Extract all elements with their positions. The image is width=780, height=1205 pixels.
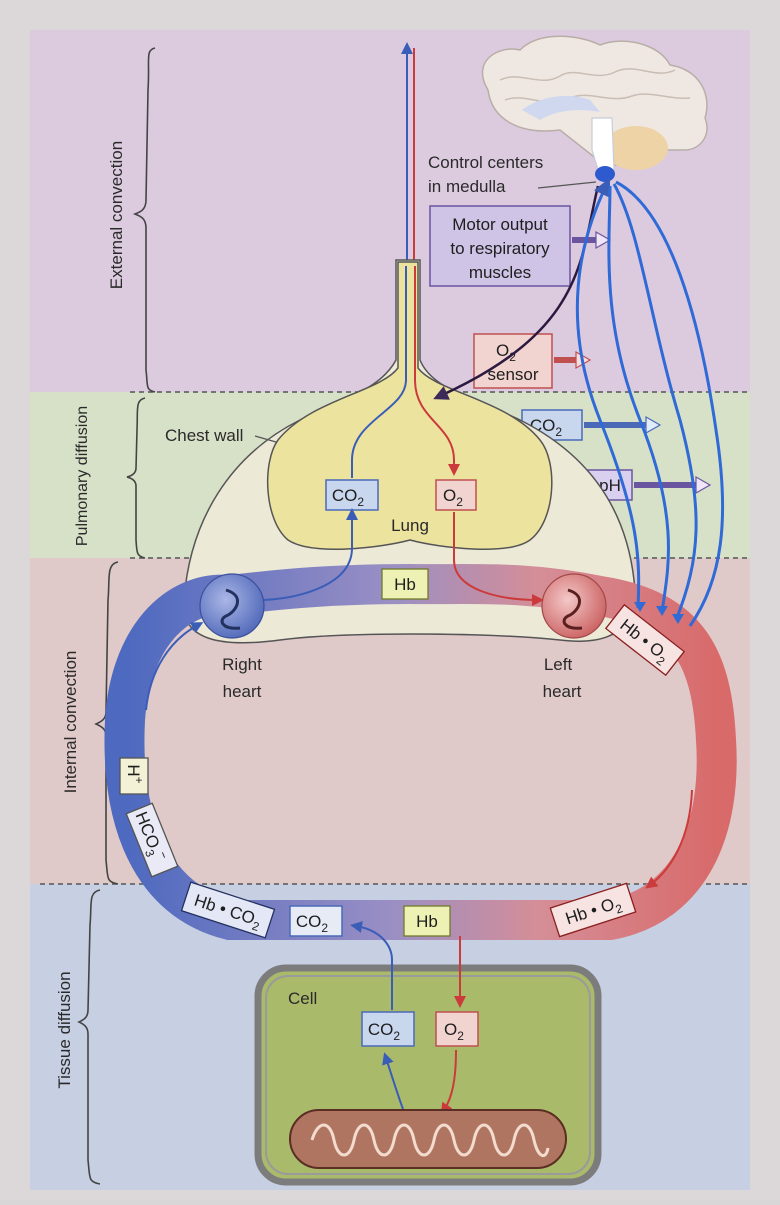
nerve-2-head [656,606,668,616]
hplus-label: H+ [124,764,146,783]
pulmonary-label-line: Pulmonary diffusion [74,406,91,546]
hb-co2-box [180,881,276,939]
cell-co2-label: CO2 [368,1020,401,1043]
pulmonary-o2-arrow [453,512,544,606]
mitochondrion-cristae [310,1123,550,1157]
right-heart [199,573,265,639]
lung [266,261,553,550]
hplus-group: H+ [119,757,149,795]
tissue-brace [77,889,101,1185]
nerve-3 [612,183,698,621]
motor-arrow-head [595,230,612,250]
ph-label: pH [599,476,621,495]
venous-return-arrow [145,622,204,711]
medulla-center [595,166,615,182]
hb-top-box [381,568,429,600]
nerve-2 [607,185,670,613]
lung-label: Lung [391,516,429,535]
motor-nerve [433,185,600,400]
tissue-co2-arrow [350,921,393,1010]
nerve-3-head [672,614,684,624]
right-heart-valve [220,588,241,630]
nerve-4 [615,180,725,627]
lung-co2-flow [351,266,407,478]
right-heart-label-2: heart [223,682,262,701]
medulla-pointer [537,181,597,189]
cell-membrane-inner [265,975,591,1175]
nerve-1 [575,177,641,609]
external-brace [132,47,156,393]
pulmonary-co2-arrow [263,508,358,601]
brain-fold-2 [504,93,691,103]
nerve-1-head [634,602,646,612]
mito-o2-arrow [440,1049,457,1115]
hb-o2-lower-group: Hb • O2 [549,882,637,938]
cell-o2-label: O2 [444,1020,464,1043]
hb-bottom-label: Hb [416,912,438,931]
hplus-box [119,757,149,795]
hb-co2-group: Hb • CO2 [180,881,276,939]
internal-convection-label: Internal convection [61,651,80,794]
right-heart-label-1: Right [222,655,262,674]
mitochondrion [289,1109,567,1169]
o2-sensor-box [473,333,553,389]
corpus-callosum [522,95,600,120]
arterial-flow-arrow [645,789,693,889]
ph-arrow-head [695,475,712,495]
motor-output-line-2: to respiratory [450,239,550,258]
hco3-group: HCO3− [125,802,179,878]
tissue-diffusion-label: Tissue diffusion [55,971,74,1088]
lung-co2-box [325,479,379,511]
brain-illustration [481,35,708,182]
left-heart-label-1: Left [544,655,573,674]
pulmonary-brace [126,397,146,559]
mito-co2-arrow [382,1052,405,1113]
left-heart [541,573,607,639]
cerebellum [604,126,668,170]
sensor-label: sensor [487,365,538,384]
control-centers-label: Control centers [428,153,543,172]
lung-o2-label: O2 [443,486,463,509]
lung-o2-flow [414,266,460,476]
motor-output-line-1: Motor output [452,215,548,234]
external-convection-label: External convection [107,141,126,289]
cell-o2-box [435,1011,479,1047]
motor-output-box [429,205,571,287]
hb-o2-upper-box [604,603,686,677]
hb-top-label: Hb [394,575,416,594]
cell-label: Cell [288,989,317,1008]
circ-co2-box [289,905,343,937]
chest-wall-label: Chest wall [165,426,243,445]
lung-co2-label: CO2 [332,486,365,509]
left-heart-valve [562,588,583,630]
brain-fold-1 [499,68,676,81]
hb-o2-upper-group: Hb • O2 [604,603,686,677]
hb-o2-lower-box [549,882,637,938]
hco3-box [125,802,179,878]
hb-bottom-box [403,905,451,937]
lung-o2-box [435,479,477,511]
o2-sensor-label: O2 [496,341,516,364]
motor-output-line-3: muscles [469,263,531,282]
co2-sensor-arrow-head [645,415,662,435]
circ-co2-label: CO2 [296,912,329,935]
medulla-label: in medulla [428,177,506,196]
cell-co2-box [361,1011,415,1047]
left-heart-label-2: heart [543,682,582,701]
internal-brace [94,561,119,885]
pulmonary-diffusion-label: Pulmonary diffusion [74,406,91,546]
